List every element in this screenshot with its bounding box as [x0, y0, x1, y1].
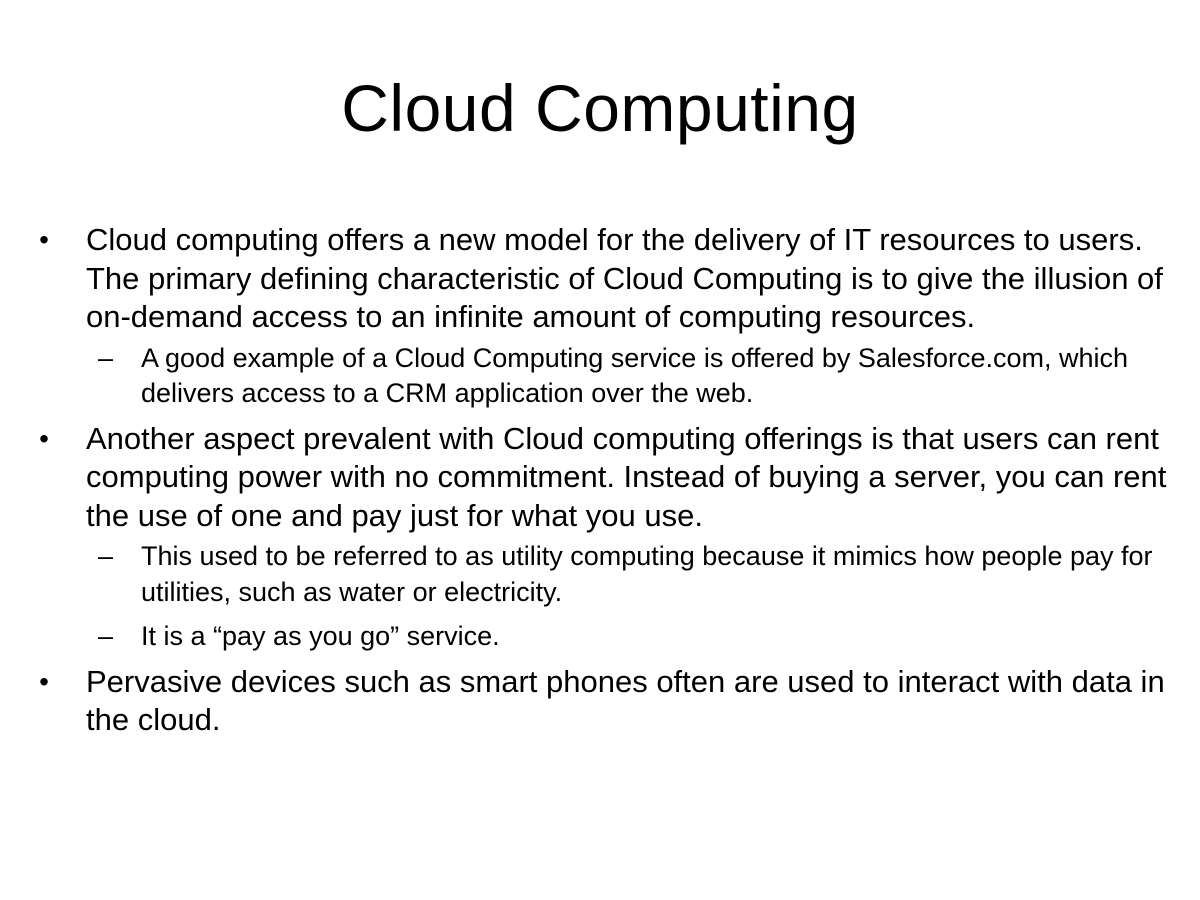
sub-bullet-marker: –: [98, 342, 114, 373]
slide-body: • Cloud computing offers a new model for…: [34, 221, 1174, 744]
bullet-marker: •: [39, 665, 49, 697]
bullet-text: Pervasive devices such as smart phones o…: [86, 663, 1165, 738]
bullet-text: Another aspect prevalent with Cloud comp…: [86, 420, 1167, 533]
slide-title: Cloud Computing: [341, 71, 859, 145]
bullet-item: • Another aspect prevalent with Cloud co…: [34, 420, 1174, 536]
sub-bullet-item: – A good example of a Cloud Computing se…: [34, 341, 1174, 412]
bullet-marker: •: [39, 224, 49, 255]
bullet-marker: •: [39, 422, 49, 454]
sub-bullet-text: A good example of a Cloud Computing serv…: [141, 342, 1129, 409]
bullet-item: • Pervasive devices such as smart phones…: [34, 663, 1174, 740]
sub-bullet-text: This used to be referred to as utility c…: [141, 541, 1153, 607]
sub-bullet-marker: –: [98, 541, 114, 571]
bullet-text: Cloud computing offers a new model for t…: [86, 222, 1163, 334]
sub-bullet-item: – This used to be referred to as utility…: [34, 539, 1174, 610]
sub-bullet-item: – It is a “pay as you go” service.: [34, 619, 1174, 655]
bullet-item: • Cloud computing offers a new model for…: [34, 221, 1174, 337]
sub-bullet-marker: –: [98, 621, 114, 651]
sub-bullet-text: It is a “pay as you go” service.: [141, 621, 500, 651]
